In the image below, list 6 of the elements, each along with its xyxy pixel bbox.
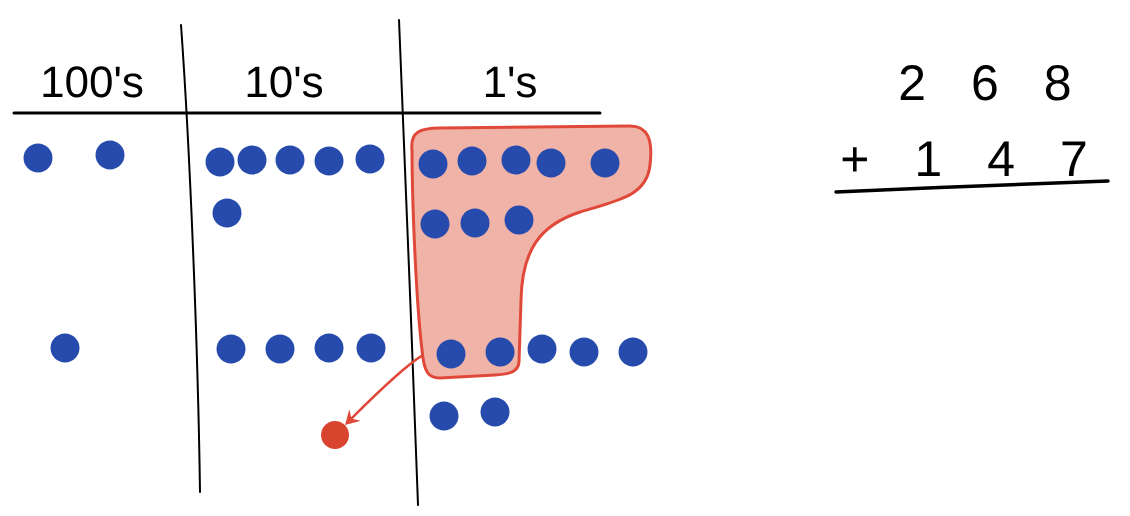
addend-number: + 1 4 7 [842,141,1086,176]
column-header: 10's [247,66,323,98]
column-header: 100's [43,66,143,98]
addend-number: 2 6 8 [900,65,1070,101]
dot [321,421,349,449]
arrow [345,353,425,425]
